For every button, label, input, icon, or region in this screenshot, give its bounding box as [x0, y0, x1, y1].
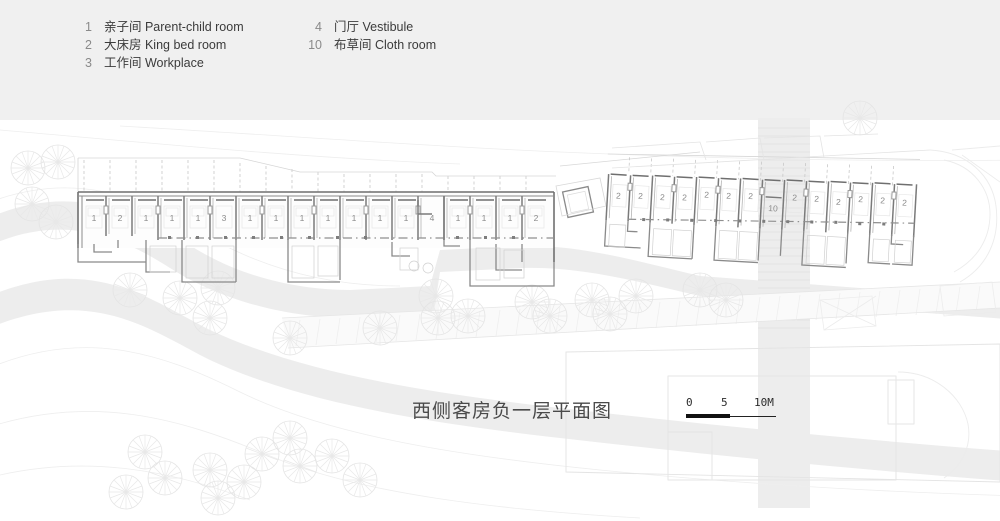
west-wing-doors — [103, 205, 525, 215]
room-number: 1 — [274, 213, 279, 223]
legend-item: 1 亲子间 Parent-child room — [70, 18, 244, 36]
room-number: 1 — [170, 213, 175, 223]
legend-item-label: 工作间 Workplace — [104, 56, 204, 70]
connector-element — [555, 151, 701, 219]
west-wing-building: 1 2 1 1 1 3 1 1 1 1 1 1 1 4 1 1 1 — [77, 157, 556, 287]
legend-item-label: 布草间 Cloth room — [334, 38, 437, 52]
legend-item: 3 工作间 Workplace — [70, 54, 244, 72]
site-lines-above-east-wing — [611, 133, 931, 169]
room-number: 1 — [92, 213, 97, 223]
legend-item-number: 3 — [85, 56, 92, 70]
west-wing-roof-outline — [77, 157, 556, 196]
room-number-vestibule: 4 — [430, 213, 435, 223]
room-number: 1 — [196, 213, 201, 223]
room-number: 2 — [616, 191, 622, 201]
legend-item: 4 门厅 Vestibule — [300, 18, 436, 36]
site-plot-outline — [565, 343, 1000, 483]
legend-item-number: 1 — [85, 20, 92, 34]
room-number: 2 — [748, 191, 754, 201]
legend-header-band: 1 亲子间 Parent-child room 2 大床房 King bed roo… — [0, 0, 1000, 120]
scale-tick-10: 10M — [754, 396, 774, 409]
east-wing-building: 2 2 2 2 2 2 2 10 2 2 2 2 2 2 — [603, 153, 920, 269]
west-wing-corridor-line — [158, 236, 554, 239]
room-number: 2 — [534, 213, 539, 223]
east-wing-room-numbers: 2 2 2 2 2 2 2 10 2 2 2 2 2 2 — [616, 189, 908, 214]
room-number: 2 — [836, 197, 842, 207]
room-number: 2 — [660, 192, 666, 202]
site-detail-right — [819, 281, 997, 331]
east-wing-lower-detail — [608, 223, 912, 266]
west-wing-lower-walls — [77, 240, 555, 287]
east-wing-roof-outline — [607, 153, 920, 160]
room-number: 1 — [352, 213, 357, 223]
room-number: 2 — [118, 213, 123, 223]
room-number: 2 — [726, 191, 732, 201]
room-number: 1 — [508, 213, 513, 223]
west-wing-upper-projections — [83, 160, 527, 196]
cloth-room-walls — [765, 196, 782, 199]
scale-tick-labels: 0 5 10M — [684, 396, 794, 410]
site-curves-right — [897, 145, 1000, 479]
room-number: 2 — [814, 194, 820, 204]
scale-bar: 0 5 10M — [684, 396, 794, 430]
room-number: 1 — [456, 213, 461, 223]
legend-column-right: 4 门厅 Vestibule 10 布草间 Cloth room — [300, 18, 436, 54]
legend-item-label: 门厅 Vestibule — [334, 20, 414, 34]
legend-item-number: 4 — [315, 20, 322, 34]
room-number: 2 — [880, 195, 886, 205]
scale-tick-5: 5 — [721, 396, 728, 409]
west-wing-lower-detail — [149, 245, 525, 281]
west-wing-outer-walls — [77, 191, 555, 262]
west-wing-room-numbers: 1 2 1 1 1 3 1 1 1 1 1 1 1 4 1 1 1 — [92, 213, 539, 223]
scale-segment-solid — [686, 414, 730, 418]
legend-item-label: 亲子间 Parent-child room — [104, 20, 244, 34]
room-number: 2 — [682, 192, 688, 202]
scale-segment-line — [730, 415, 776, 417]
room-number: 3 — [222, 213, 227, 223]
room-number: 2 — [638, 191, 644, 201]
east-wing-corridor-line — [628, 218, 915, 226]
room-number: 1 — [144, 213, 149, 223]
vestibule-walls — [417, 196, 445, 240]
page-title: 西侧客房负一层平面图 — [412, 401, 613, 422]
legend-item: 10 布草间 Cloth room — [300, 36, 436, 54]
legend-item-number: 2 — [85, 38, 92, 52]
east-wing-doors — [627, 182, 897, 200]
site-road-lower — [0, 278, 1000, 481]
room-number: 2 — [704, 189, 710, 199]
legend-column-left: 1 亲子间 Parent-child room 2 大床房 King bed roo… — [70, 18, 244, 72]
room-number: 1 — [378, 213, 383, 223]
site-landscape — [0, 100, 1000, 519]
scale-tick-0: 0 — [686, 396, 693, 409]
legend-item-number: 10 — [308, 38, 322, 52]
room-number-cloth: 10 — [768, 203, 778, 214]
room-number: 1 — [248, 213, 253, 223]
east-wing-furniture — [611, 183, 914, 218]
west-wing-furniture — [85, 205, 545, 229]
room-number: 2 — [858, 194, 864, 204]
room-number: 2 — [792, 192, 798, 202]
east-wing-head-walls — [610, 173, 913, 186]
room-number: 2 — [902, 198, 908, 208]
room-number: 1 — [300, 213, 305, 223]
room-number: 1 — [326, 213, 331, 223]
legend-item: 2 大床房 King bed room — [70, 36, 244, 54]
room-number: 1 — [404, 213, 409, 223]
east-wing-lower-walls — [603, 219, 915, 269]
legend-item-label: 大床房 King bed room — [104, 38, 227, 52]
room-number: 1 — [482, 213, 487, 223]
